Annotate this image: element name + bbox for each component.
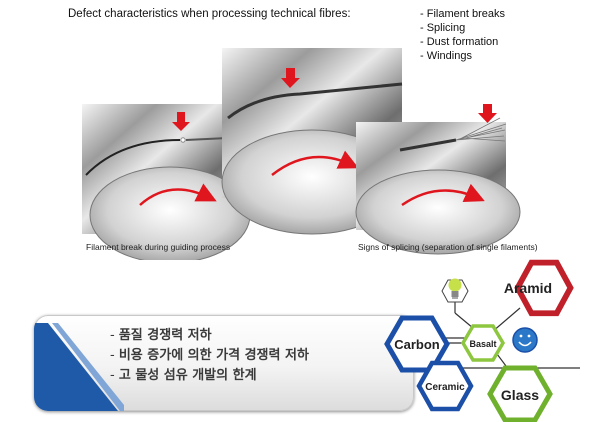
roller-filament-break — [82, 104, 251, 260]
smiley-icon — [512, 327, 538, 353]
defect-item: - Windings — [420, 50, 472, 62]
page-heading: Defect characteristics when processing t… — [68, 8, 351, 20]
defect-marker-arrow — [478, 104, 497, 123]
rotation-arrow — [401, 183, 485, 207]
point-item: 고 물성 섬유 개발의 한계 — [110, 366, 309, 386]
rotation-arrow — [139, 183, 217, 206]
roller-illustrations — [82, 48, 521, 260]
rotation-arrow — [271, 150, 359, 176]
defect-list: - Filament breaks - Splicing - Dust form… — [420, 7, 505, 63]
caption-filament-break: Filament break during guiding process — [86, 242, 231, 252]
point-item: 품질 경쟁력 저하 — [110, 326, 309, 346]
fiber-aramid: Aramid — [504, 259, 574, 317]
lightbulb-icon — [441, 278, 469, 303]
fiber-ceramic: Ceramic — [416, 360, 474, 412]
carbon-label: Carbon — [394, 337, 440, 352]
caption-splicing: Signs of splicing (separation of single … — [358, 242, 538, 252]
point-item: 비용 증가에 의한 가격 경쟁력 저하 — [110, 346, 309, 366]
fiber-glass: Glass — [487, 365, 553, 422]
korean-point-list: 품질 경쟁력 저하 비용 증가에 의한 가격 경쟁력 저하 고 물성 섬유 개발… — [110, 326, 309, 386]
panel-accent-stripe — [34, 315, 124, 411]
defect-item: - Filament breaks — [420, 8, 505, 20]
aramid-label: Aramid — [504, 280, 552, 296]
defect-item: - Splicing — [420, 22, 466, 34]
ceramic-label: Ceramic — [425, 382, 465, 393]
defect-marker-arrow — [172, 112, 190, 131]
defect-item: - Dust formation — [420, 36, 499, 48]
glass-label: Glass — [501, 387, 539, 403]
roller-splicing-separation — [355, 104, 521, 255]
fiber-hexagon-diagram: Aramid Carbon Basalt Ceramic Glass — [384, 259, 580, 422]
fiber-basalt: Basalt — [460, 324, 506, 362]
defect-marker-arrow — [281, 68, 300, 88]
basalt-label: Basalt — [469, 339, 496, 349]
fiber-carbon: Carbon — [384, 315, 450, 373]
